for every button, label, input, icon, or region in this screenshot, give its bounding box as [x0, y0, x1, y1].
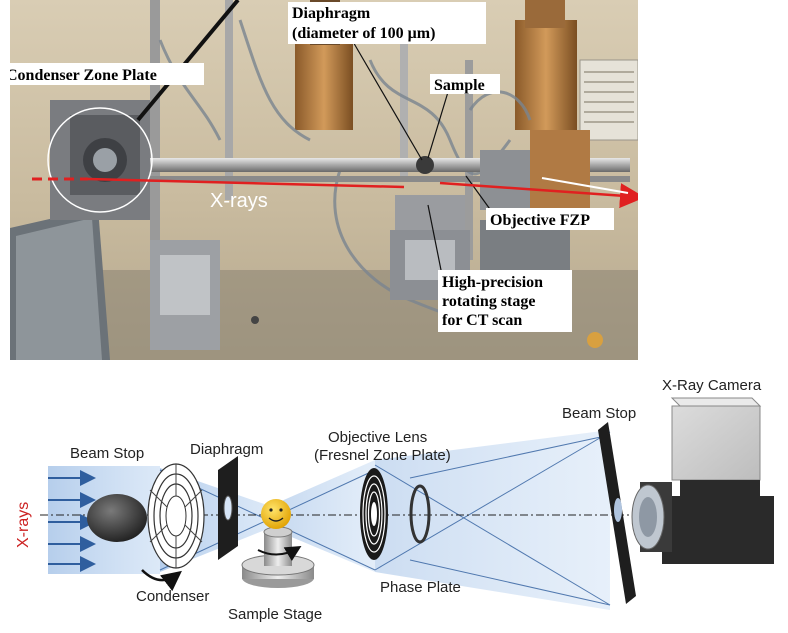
sample-label-bg: [430, 74, 500, 94]
beam-highlight: [541, 177, 629, 194]
objective-beam: [270, 460, 375, 572]
beam-stop-right-label: Beam Stop: [562, 405, 636, 422]
stage-label-line3: for CT scan: [442, 312, 522, 329]
stage-label-bg: [438, 270, 572, 332]
stage-label-line2: rotating stage: [442, 293, 535, 310]
diaphragm-label-bg: [288, 2, 486, 44]
xray-beam-line-1: [87, 177, 405, 189]
condenser-pointer-line: [136, 0, 240, 122]
diagram-panel: Beam Stop Diaphragm Objective Lens (Fres…: [0, 360, 788, 628]
objective-lens-label-line1: Objective Lens: [328, 429, 427, 446]
diaphragm-diagram-label: Diaphragm: [190, 441, 263, 458]
objective-label-bg: [486, 208, 614, 230]
xrays-vertical-label: X-rays: [15, 502, 32, 548]
xray-camera: [631, 397, 774, 564]
incoming-arrows: [48, 470, 96, 572]
schematic-diagram: Beam Stop Diaphragm Objective Lens (Fres…: [15, 377, 774, 623]
diaphragm-pointer-line: [351, 39, 423, 161]
objective-pointer-line: [465, 175, 493, 213]
condenser-zone-plate: [147, 463, 205, 569]
stage-pointer-line: [427, 204, 443, 276]
condenser-label-bg: [10, 63, 204, 85]
photo-illustration: Condenser Zone Plate Diaphragm (diameter…: [10, 0, 638, 360]
diaphragm-label-line1: Diaphragm: [292, 5, 371, 22]
objective-fzp-label: Objective FZP: [490, 212, 590, 229]
stage-label-line1: High-precision: [442, 274, 543, 291]
objective-lens-fzp: [360, 468, 388, 560]
left-beam-stop: [87, 494, 147, 542]
sample-ball: [261, 499, 291, 529]
sample-pointer-line: [427, 91, 449, 159]
condenser-label: Condenser: [136, 588, 209, 605]
beam-stop-left-label: Beam Stop: [70, 445, 144, 462]
sample-label: Sample: [434, 77, 485, 94]
stage-rotation-arrow: [257, 545, 302, 562]
sample-stage-label: Sample Stage: [228, 606, 322, 623]
xrays-photo-label: X-rays: [210, 190, 268, 212]
condenser-zone-plate-label: Condenser Zone Plate: [10, 67, 157, 84]
phase-plate: [409, 484, 431, 544]
objective-lens-label-line2: (Fresnel Zone Plate): [314, 447, 451, 464]
condenser-highlight-circle: [47, 107, 153, 213]
diaphragm-plate: [218, 456, 238, 560]
condenser-rotation-arrow: [141, 569, 182, 592]
diaphragm-label-line2: (diameter of 100 μm): [292, 25, 435, 42]
phase-plate-label: Phase Plate: [380, 579, 461, 596]
xray-camera-label: X-Ray Camera: [662, 377, 762, 394]
photo-panel: Condenser Zone Plate Diaphragm (diameter…: [10, 0, 638, 360]
xray-beam-line-2: [439, 181, 638, 209]
